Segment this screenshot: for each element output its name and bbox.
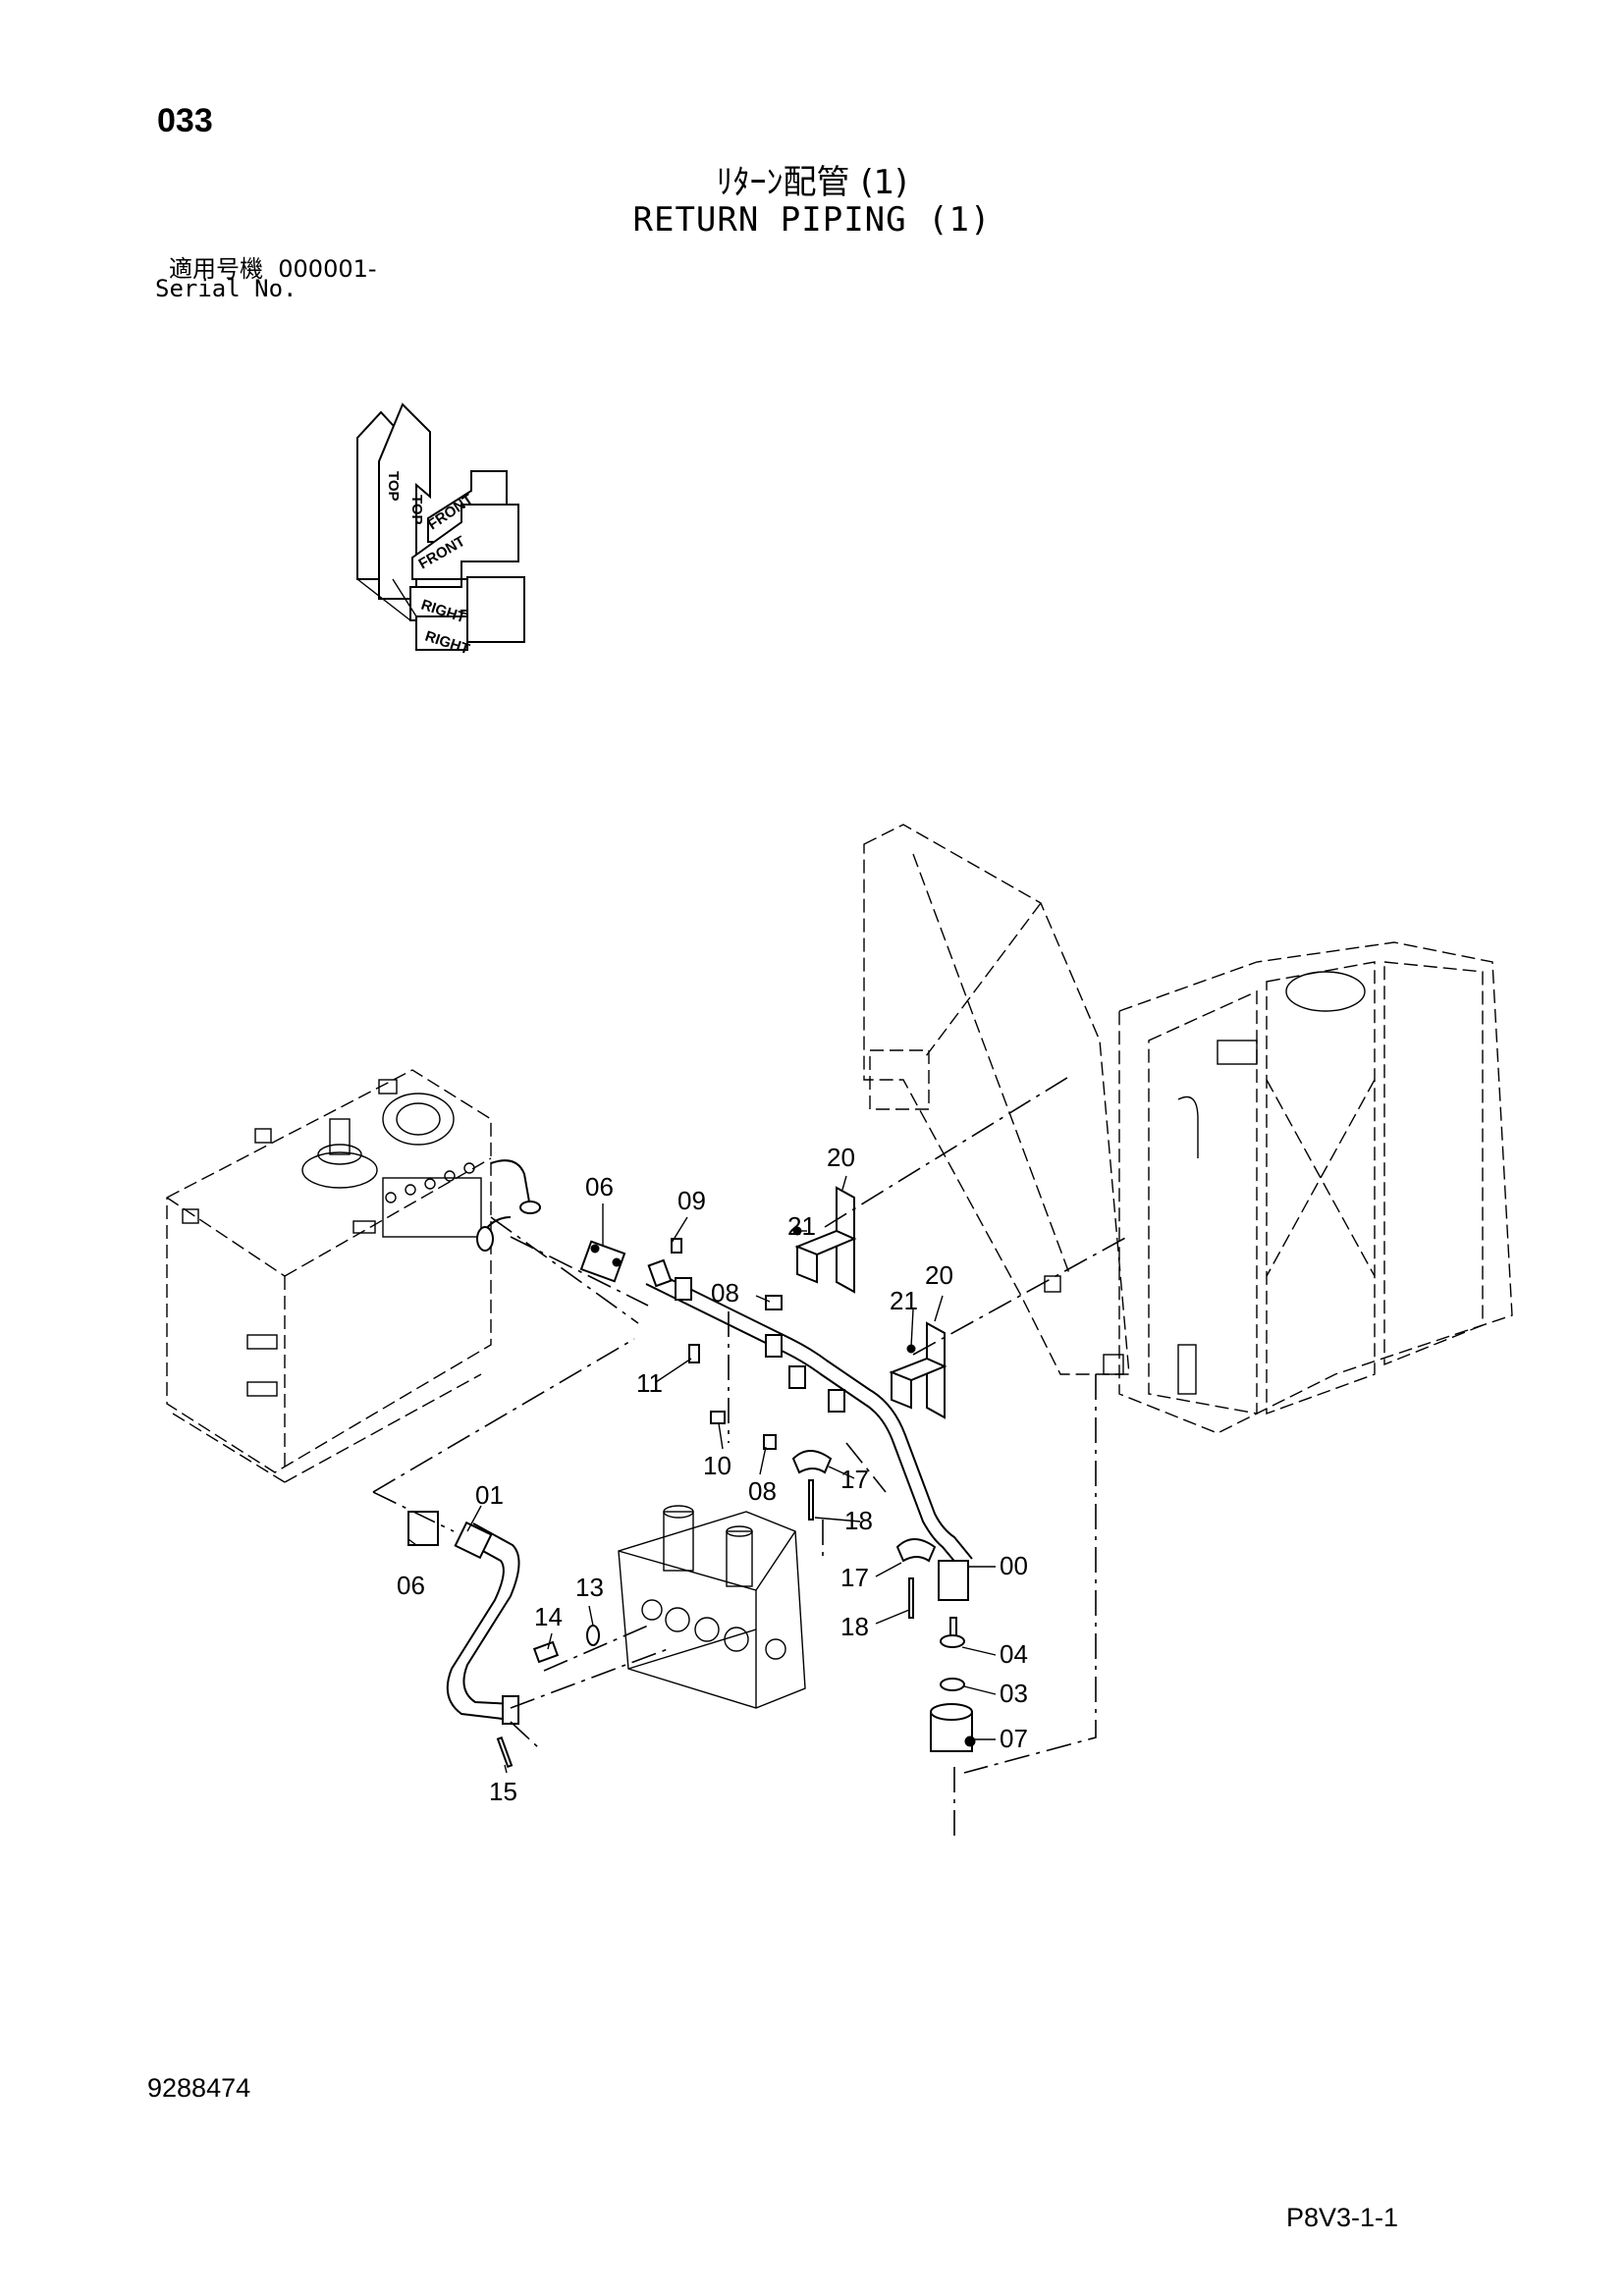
callout-04: 04	[1000, 1639, 1028, 1669]
callout-10: 10	[703, 1451, 731, 1480]
title-japanese: ﾘﾀｰﾝ配管 (1)	[716, 163, 908, 202]
callout-20-upper: 20	[827, 1143, 855, 1172]
return-pipe-00	[645, 1258, 973, 1601]
callout-00: 00	[1000, 1551, 1028, 1580]
assembly-lines	[372, 1075, 1128, 1842]
callout-06-upper: 06	[585, 1172, 614, 1201]
callout-18-upper: 18	[844, 1506, 873, 1535]
title-english: RETURN PIPING (1)	[632, 200, 992, 240]
serial-label-en: Serial No.	[155, 275, 298, 302]
serial-value: 000001-	[278, 255, 377, 283]
fittings-stack	[930, 1617, 976, 1752]
callout-09: 09	[677, 1186, 706, 1215]
callout-17-lower: 17	[840, 1563, 869, 1592]
callout-18-lower: 18	[840, 1612, 869, 1641]
cooler-assembly	[863, 824, 1513, 1434]
callout-17-upper: 17	[840, 1465, 869, 1494]
page-number: 033	[157, 102, 213, 139]
callout-14: 14	[534, 1602, 563, 1631]
callout-08-lower: 08	[748, 1476, 777, 1506]
serial-applicability: 適用号機 000001-	[169, 249, 377, 284]
bracket-20-upper	[792, 1186, 857, 1294]
clamps-and-bolts	[496, 1238, 937, 1769]
serial-label-jp: 適用号機	[169, 255, 263, 283]
drawing-number: 9288474	[147, 2073, 251, 2103]
callout-21-lower: 21	[890, 1286, 918, 1315]
callout-08-upper: 08	[711, 1278, 739, 1308]
callout-07: 07	[1000, 1724, 1028, 1753]
sheet-code: P8V3-1-1	[1286, 2203, 1399, 2232]
callout-15: 15	[489, 1777, 517, 1806]
callout-13: 13	[575, 1573, 604, 1602]
dir-label-top-2: TOP	[408, 495, 425, 525]
dir-label-top-1: TOP	[385, 471, 402, 502]
callout-21-upper: 21	[787, 1211, 816, 1241]
tank-return-stub	[476, 1159, 541, 1252]
callout-03: 03	[1000, 1679, 1028, 1708]
callout-20-lower: 20	[925, 1260, 953, 1290]
leader-lines	[407, 1175, 997, 1774]
callout-11: 11	[636, 1368, 663, 1398]
orientation-indicator: TOP TOP FRONT FRONT RIGHT RIGHT	[356, 402, 525, 658]
callout-06-lower: 06	[397, 1571, 425, 1600]
hydraulic-tank	[166, 1069, 492, 1483]
return-pipe-01	[407, 1511, 520, 1725]
bracket-20-lower	[889, 1321, 947, 1419]
callouts: 06 09 21 20 08 11 10 08 17 18 21 20 00 1…	[397, 1143, 1028, 1806]
control-valve	[618, 1505, 806, 1709]
callout-01: 01	[475, 1480, 504, 1510]
